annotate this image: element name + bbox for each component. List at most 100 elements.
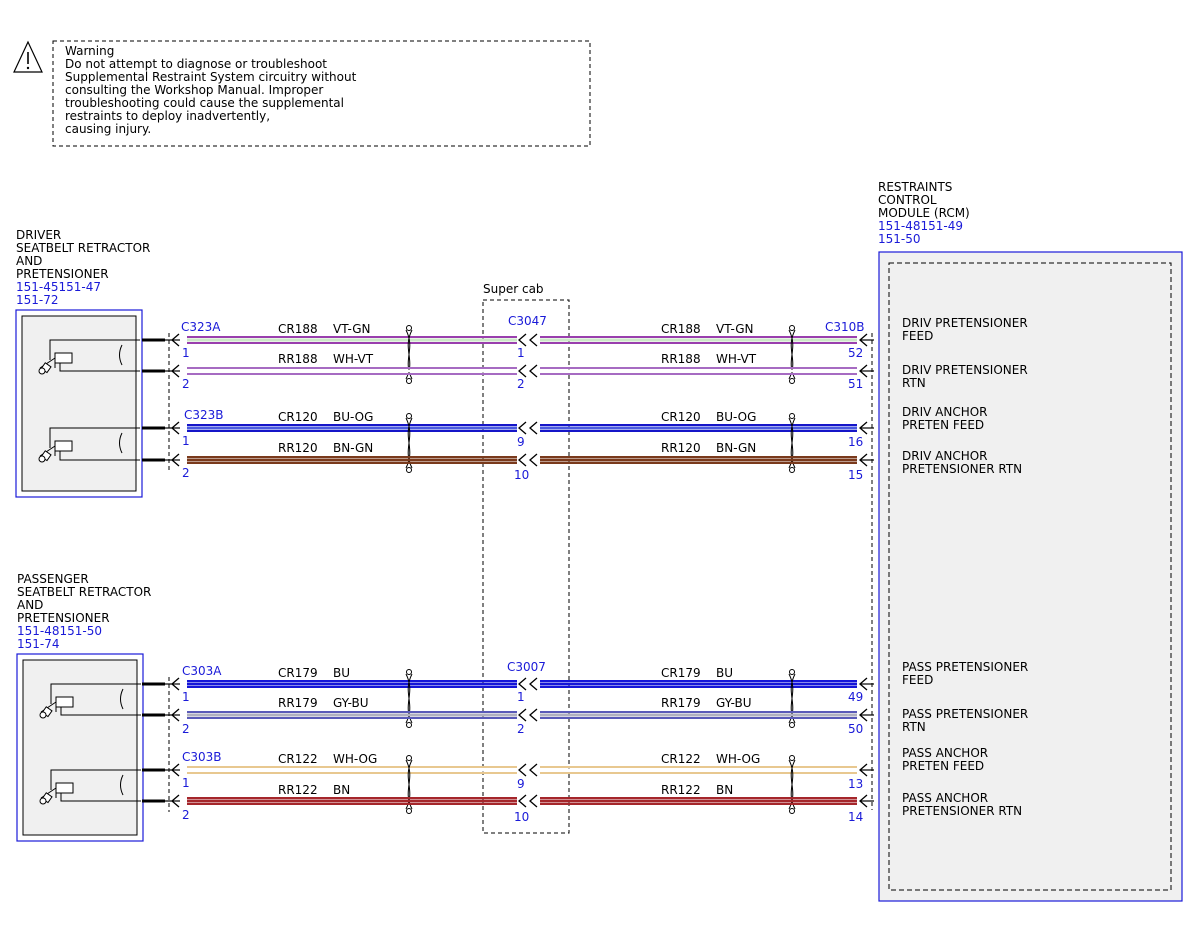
inline-pin-number: 9 — [517, 435, 525, 449]
warning-title: Warning — [65, 44, 114, 58]
left-pin-number: 2 — [182, 808, 190, 822]
wire-rr179[interactable]: RR179 GY-BU RR179 GY-BU 2 2 50 PASS PRET… — [142, 696, 1028, 736]
rcm-signal-label: PRETEN FEED — [902, 759, 984, 773]
inline-pin-number: 10 — [514, 468, 529, 482]
rcm-pin-number: 14 — [848, 810, 863, 824]
wire-circuit-label: CR188 — [661, 322, 701, 336]
inline-pin-number: 9 — [517, 777, 525, 791]
component-ref-link[interactable]: 151-48151-50 — [17, 624, 102, 638]
pretensioner-symbol — [38, 339, 140, 463]
wire-cr188[interactable]: CR188 VT-GN CR188 VT-GN 1 1 52 DRIV PRET… — [142, 316, 1028, 384]
pin-arrow — [529, 421, 538, 435]
wire-circuit-label: RR179 — [278, 696, 318, 710]
twisted-pair-end — [406, 413, 412, 419]
pin-arrow — [529, 708, 538, 722]
wire-circuit-label: RR120 — [278, 441, 318, 455]
pin-arrow — [518, 364, 527, 378]
component-title-line: PRETENSIONER — [17, 611, 110, 625]
pin-arrow — [529, 763, 538, 777]
rcm-pin-number: 52 — [848, 346, 863, 360]
rcm-pin-number: 50 — [848, 722, 863, 736]
rcm-signal-label: FEED — [902, 673, 933, 687]
warning-triangle-icon — [13, 40, 43, 73]
pin-arrow — [518, 763, 527, 777]
left-pin-number: 1 — [182, 434, 190, 448]
pin-arrow — [859, 453, 868, 467]
wire-cr179[interactable]: CR179 BU CR179 BU 1 1 49 PASS PRETENSION… — [142, 660, 1028, 728]
rcm-pin-number: 51 — [848, 377, 863, 391]
pin-arrow — [171, 333, 180, 347]
rcm-title-line: RESTRAINTS — [878, 180, 952, 194]
pin-arrow — [171, 421, 180, 435]
component-ref-link[interactable]: 151-45151-47 — [16, 280, 101, 294]
component-title-line: DRIVER — [16, 228, 61, 242]
component-ref-link[interactable]: 151-72 — [16, 293, 59, 307]
rcm-ref-link[interactable]: 151-48151-49 — [878, 219, 963, 233]
connector-label: C323A — [181, 320, 221, 334]
pretensioner-pivot — [38, 455, 46, 463]
rcm-signal-label: PASS ANCHOR — [902, 746, 988, 760]
component-body — [21, 315, 137, 492]
wire-rr188[interactable]: RR188 WH-VT RR188 WH-VT 2 2 51 DRIV PRET… — [142, 352, 1028, 391]
pin-arrow — [859, 708, 868, 722]
inline-pin-number: 1 — [517, 690, 525, 704]
component-title-line: AND — [16, 254, 42, 268]
wire-rr122[interactable]: RR122 BN RR122 BN 2 10 14 PASS ANCHOR PR… — [142, 783, 1022, 824]
pin-arrow — [518, 333, 527, 347]
wire-color-label: BN-GN — [333, 441, 373, 455]
rcm-pin-number: 15 — [848, 468, 863, 482]
component-ref-link[interactable]: 151-74 — [17, 637, 60, 651]
pretensioner-bracket — [120, 688, 124, 710]
super-cab-inline-connector: Super cab C3047 C3007 — [482, 282, 570, 834]
component-title-line: PASSENGER — [17, 572, 89, 586]
wire-circuit-label: CR120 — [661, 410, 701, 424]
pretensioner-pivot — [39, 797, 47, 805]
rcm-signal-label: RTN — [902, 376, 926, 390]
rcm-signal-label: FEED — [902, 329, 933, 343]
pin-arrow — [859, 364, 868, 378]
wire-circuit-label: RR188 — [278, 352, 318, 366]
pretensioner-lead — [59, 451, 140, 461]
rcm-signal-label: RTN — [902, 720, 926, 734]
pin-arrow — [529, 333, 538, 347]
wire-color-label: BN-GN — [716, 441, 756, 455]
pretensioner-lead — [59, 363, 140, 372]
rcm-title-line: CONTROL — [878, 193, 937, 207]
pretensioner-lead — [60, 793, 141, 802]
wire-color-label: BN — [716, 783, 733, 797]
pretensioner-lead — [49, 427, 140, 448]
wire-group: CR188 VT-GN CR188 VT-GN 1 1 52 DRIV PRET… — [142, 316, 1028, 824]
left-pin-number: 2 — [182, 377, 190, 391]
passenger-component: PASSENGER SEATBELT RETRACTOR AND PRETENS… — [16, 572, 222, 842]
pin-arrow — [518, 453, 527, 467]
twisted-pair-end — [406, 325, 412, 331]
wire-cr122[interactable]: CR122 WH-OG CR122 WH-OG 1 9 13 PASS ANCH… — [142, 746, 988, 814]
left-pin-number: 2 — [182, 722, 190, 736]
pretensioner-body — [54, 352, 73, 364]
pin-arrow — [859, 421, 868, 435]
wire-circuit-label: CR120 — [278, 410, 318, 424]
left-pin-number: 1 — [182, 346, 190, 360]
wire-cr120[interactable]: CR120 BU-OG CR120 BU-OG 1 9 16 DRIV ANCH… — [142, 405, 988, 473]
rcm-ref-link[interactable]: 151-50 — [878, 232, 921, 246]
twisted-pair-end — [789, 413, 795, 419]
left-pin-number: 1 — [182, 776, 190, 790]
wire-color-label: WH-OG — [333, 752, 377, 766]
pin-arrow — [859, 763, 868, 777]
warning-line: Do not attempt to diagnose or troublesho… — [65, 57, 327, 71]
pin-arrow — [171, 708, 180, 722]
rcm-pin-number: 49 — [848, 690, 863, 704]
twisted-pair-end — [789, 325, 795, 331]
rcm-signal-label: DRIV PRETENSIONER — [902, 363, 1028, 377]
wire-rr120[interactable]: RR120 BN-GN RR120 BN-GN 2 10 15 DRIV ANC… — [142, 441, 1022, 482]
wire-circuit-label: CR188 — [278, 322, 318, 336]
pretensioner-symbol — [39, 683, 141, 805]
pin-arrow — [529, 794, 538, 808]
inline-pin-number: 2 — [517, 377, 525, 391]
component-title-line: SEATBELT RETRACTOR — [17, 585, 151, 599]
rcm-pin-number: 16 — [848, 435, 863, 449]
pin-arrow — [529, 677, 538, 691]
inline-pin-number: 10 — [514, 810, 529, 824]
warning-line: restraints to deploy inadvertently, — [65, 109, 270, 123]
pin-arrow — [171, 794, 180, 808]
